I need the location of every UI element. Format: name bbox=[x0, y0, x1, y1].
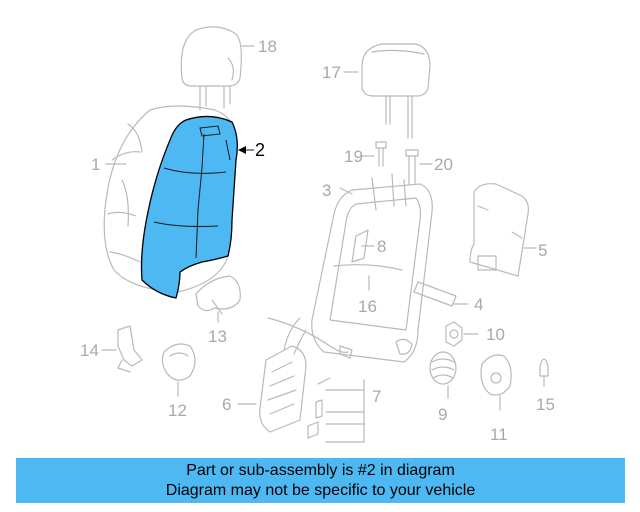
part-15-cap bbox=[539, 358, 549, 387]
part-10-knob bbox=[445, 321, 463, 347]
callout-5: 5 bbox=[538, 241, 547, 260]
part-5-panel bbox=[469, 183, 529, 277]
part-3-frame bbox=[311, 173, 433, 363]
callout-9: 9 bbox=[438, 405, 447, 424]
part-20-guide bbox=[405, 149, 419, 185]
callout-4: 4 bbox=[474, 295, 483, 314]
part-12-cap bbox=[161, 343, 196, 397]
part-9-knob bbox=[429, 351, 457, 399]
callout-14: 14 bbox=[80, 341, 99, 360]
part-6-lumbar bbox=[259, 317, 349, 433]
part-11-cover bbox=[480, 354, 512, 411]
banner-line-1: Part or sub-assembly is #2 in diagram bbox=[186, 462, 455, 479]
part-7-fasteners bbox=[307, 345, 365, 443]
callout-7: 7 bbox=[372, 387, 381, 406]
callout-12: 12 bbox=[168, 401, 187, 420]
disclaimer-banner: Part or sub-assembly is #2 in diagram Di… bbox=[16, 458, 625, 503]
callout-6: 6 bbox=[222, 395, 231, 414]
part-2-seat-back-pad bbox=[140, 115, 238, 299]
callout-19: 19 bbox=[344, 147, 363, 166]
callout-18: 18 bbox=[258, 37, 277, 56]
part-19-guide bbox=[375, 141, 387, 167]
parts-diagram: 18 1 2 13 14 12 17 bbox=[80, 26, 555, 444]
callout-11: 11 bbox=[490, 425, 508, 444]
callout-8: 8 bbox=[377, 237, 386, 256]
leader-3 bbox=[339, 187, 353, 195]
callout-15: 15 bbox=[536, 395, 555, 414]
part-4-rod bbox=[413, 281, 457, 307]
arrow-2 bbox=[238, 146, 246, 154]
part-14-clip bbox=[117, 325, 143, 373]
part-17-headrest bbox=[361, 43, 431, 139]
callout-2: 2 bbox=[255, 140, 265, 160]
part-18-headrest bbox=[180, 26, 255, 111]
callout-13: 13 bbox=[208, 327, 227, 346]
banner-line-2: Diagram may not be specific to your vehi… bbox=[165, 482, 476, 499]
callout-17: 17 bbox=[322, 63, 341, 82]
callout-3: 3 bbox=[322, 181, 331, 200]
callout-1: 1 bbox=[91, 155, 100, 174]
part-13-bracket bbox=[195, 275, 241, 323]
callout-10: 10 bbox=[486, 325, 505, 344]
callout-16: 16 bbox=[358, 297, 377, 316]
callout-20: 20 bbox=[434, 155, 453, 174]
